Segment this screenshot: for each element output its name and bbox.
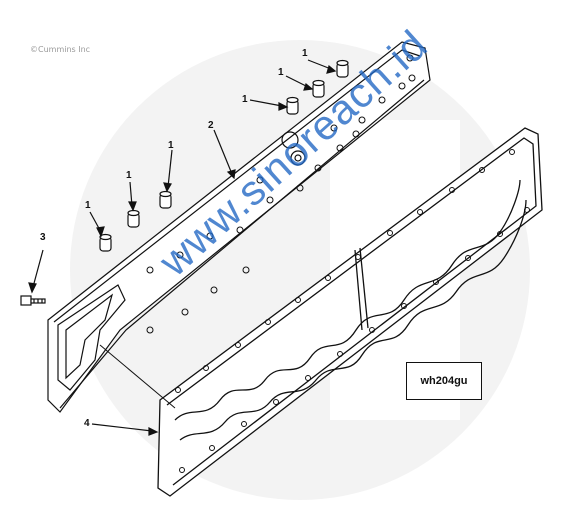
cover-plate-holes (146, 54, 416, 334)
callout-1-f: 1 (302, 48, 308, 59)
alignment-line (99, 344, 176, 409)
callout-1-d: 1 (242, 94, 248, 105)
copyright-notice: ©Cummins Inc (30, 45, 91, 54)
plug-3 (159, 190, 172, 209)
plug-5 (312, 79, 325, 98)
callout-3: 3 (40, 232, 46, 243)
plug-1 (99, 233, 112, 252)
bolt (20, 295, 46, 306)
gasket (157, 127, 543, 497)
plug-4 (286, 96, 299, 115)
gasket-holes (175, 149, 530, 473)
callout-1-b: 1 (126, 170, 132, 181)
callout-1-a: 1 (85, 200, 91, 211)
callout-4: 4 (84, 418, 90, 429)
leader-arrows (28, 59, 337, 436)
callout-2: 2 (208, 120, 214, 131)
callout-1-c: 1 (168, 140, 174, 151)
callout-1-e: 1 (278, 67, 284, 78)
figure-code: wh204gu (420, 375, 468, 387)
figure-code-box: wh204gu (406, 362, 482, 400)
plug-6 (336, 59, 349, 78)
plug-2 (127, 209, 140, 228)
plugs (99, 59, 349, 252)
